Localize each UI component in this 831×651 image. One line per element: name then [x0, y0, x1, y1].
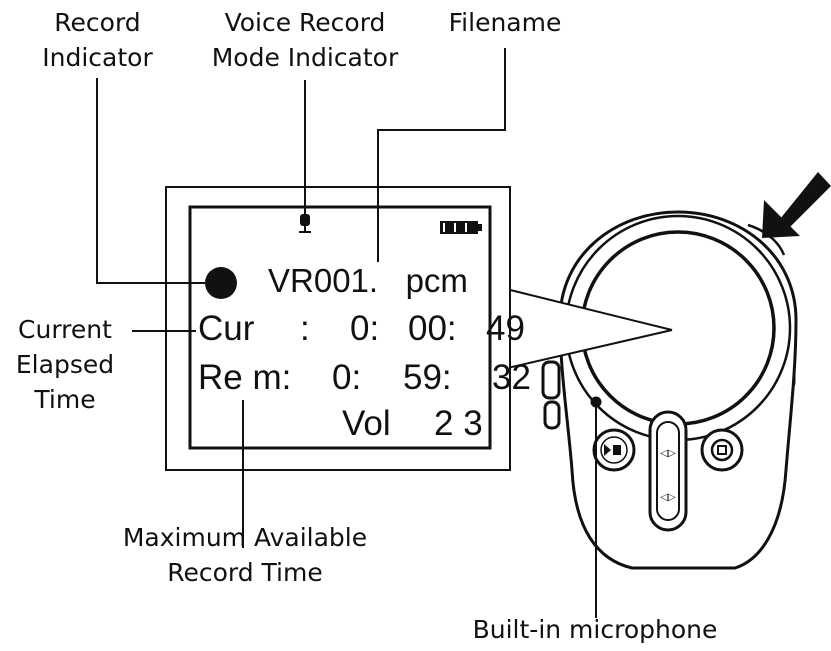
microphone-hole [590, 396, 602, 408]
svg-text:◁▷: ◁▷ [660, 492, 676, 503]
arrow-icon [762, 172, 831, 238]
label-record-indicator: Record Indicator [42, 8, 153, 72]
screen-filename: VR001. pcm [268, 262, 468, 299]
screen-cur-label: Cur [198, 309, 255, 348]
screen-cur-seconds: 49 [486, 309, 525, 348]
leader-record-indicator [96, 78, 205, 284]
side-button-left-2 [543, 400, 561, 430]
label-maximum-available-record-time: Maximum Available Record Time [122, 523, 368, 587]
microphone-mode-icon [299, 214, 311, 233]
record-square-icon [717, 445, 727, 455]
screen-cur-hours: 0: [350, 309, 380, 348]
recorder-device [541, 210, 798, 570]
label-voice-record-mode-indicator: Voice Record Mode Indicator [211, 8, 399, 72]
battery-icon [440, 221, 482, 234]
screen-cur-minutes: 00: [408, 309, 457, 348]
svg-text:◁▷: ◁▷ [660, 448, 676, 459]
record-indicator-dot [205, 267, 237, 299]
play-icon [604, 444, 611, 456]
screen-vol-value: 2 3 [434, 404, 483, 443]
screen-rem-hours: 0: [332, 358, 362, 397]
side-button-left-1 [541, 360, 561, 400]
screen-rem-label: Re m: [198, 358, 292, 397]
device-controls: ◁▷ ◁▷ [592, 410, 744, 532]
lcd-display [188, 205, 492, 450]
screen-rem-seconds: 32 [492, 358, 531, 397]
screen-cur-colon: : [300, 309, 310, 348]
leader-filename [377, 48, 506, 262]
label-filename: Filename [448, 8, 562, 37]
label-built-in-microphone: Built-in microphone [472, 615, 718, 644]
label-current-elapsed-time: Current Elapsed Time [15, 315, 115, 414]
stop-icon [613, 445, 621, 455]
screen-vol-label: Vol [342, 404, 391, 443]
screen-rem-minutes: 59: [403, 358, 452, 397]
leader-lines [96, 48, 597, 618]
